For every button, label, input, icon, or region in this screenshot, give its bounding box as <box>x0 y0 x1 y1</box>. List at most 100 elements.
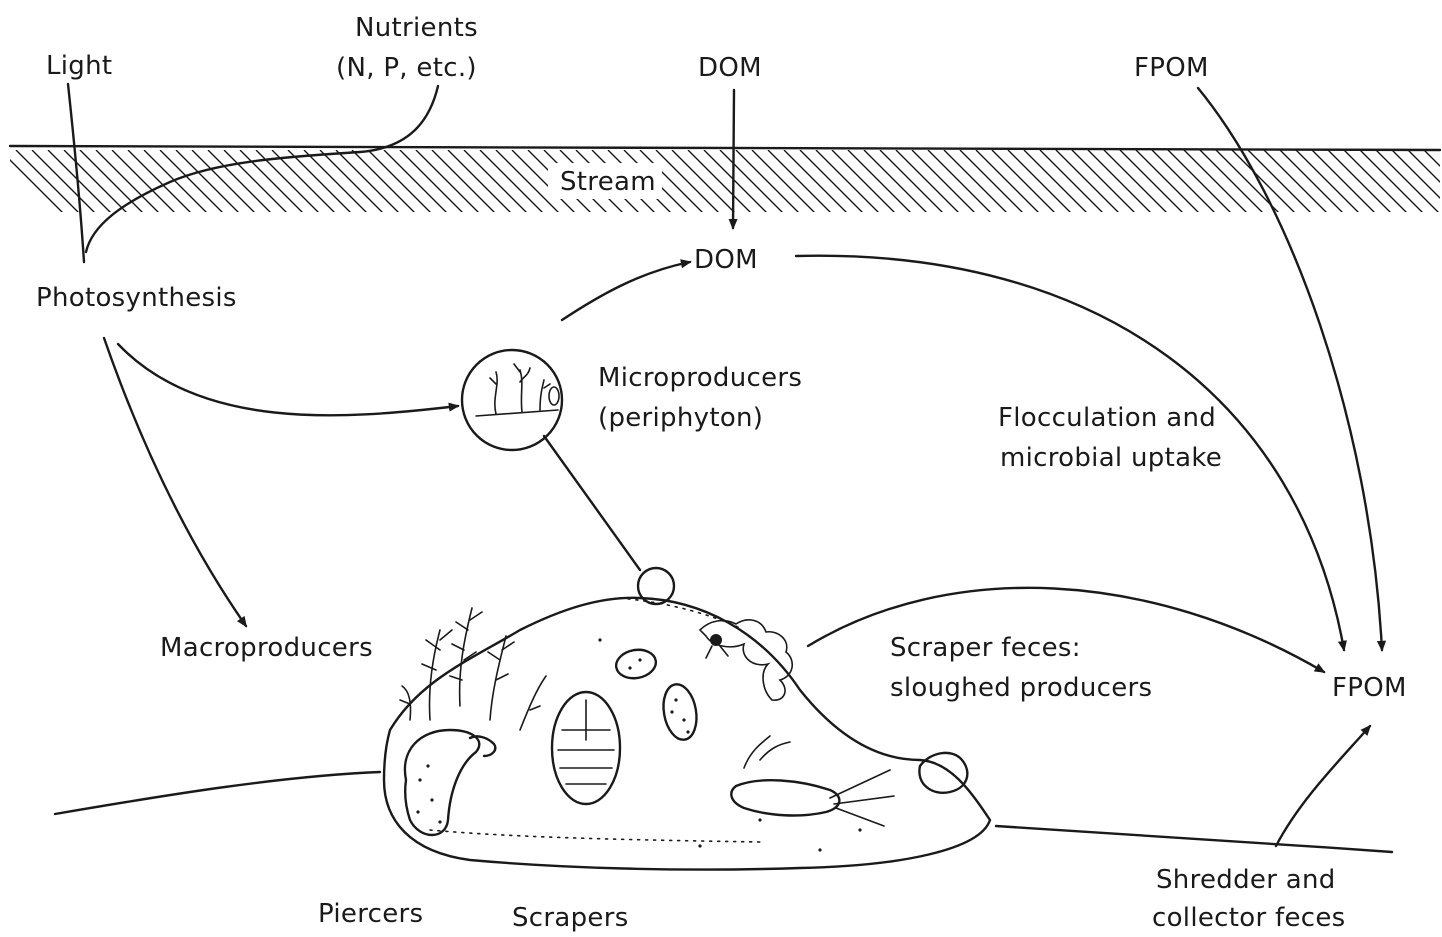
hatch-line <box>1072 150 1136 214</box>
hatch-line <box>1088 150 1152 214</box>
hatch-line <box>224 150 288 214</box>
microproducers-label: Microproducers <box>598 363 802 393</box>
hatch-line <box>64 150 128 214</box>
speckle-dot <box>682 718 685 721</box>
scraper-feces-label: Scraper feces: <box>890 633 1081 663</box>
hatch-line <box>768 150 832 214</box>
photosynthesis-to-macro-arrow <box>104 338 246 626</box>
speckle-dot <box>686 730 689 733</box>
nutrients-sub-label: (N, P, etc.) <box>336 53 477 83</box>
nutrients-label: Nutrients <box>355 13 478 43</box>
hatch-line <box>1344 150 1408 214</box>
hatch-line <box>0 150 64 214</box>
speckle-dot <box>418 778 421 781</box>
egg-oval-upper <box>614 647 658 682</box>
hatch-line <box>480 150 544 214</box>
hatch-line <box>1152 150 1216 214</box>
hatch-line <box>176 150 240 214</box>
speckle-dot <box>416 810 419 813</box>
hatch-line <box>448 150 512 214</box>
hatch-line <box>1024 150 1088 214</box>
stream-bed-line <box>55 772 380 814</box>
hatch-line <box>1056 150 1120 214</box>
hatch-line <box>304 150 368 214</box>
hatch-line <box>1104 150 1168 214</box>
hatch-line <box>800 150 864 214</box>
rock-speckles <box>416 638 861 851</box>
piercers-label: Piercers <box>318 899 423 929</box>
hatch-line <box>32 150 96 214</box>
hatch-line <box>1232 150 1296 214</box>
hatch-line <box>864 150 928 214</box>
photosynthesis-to-micro-arrow <box>118 344 458 415</box>
piercer-larva <box>405 730 495 835</box>
collector-feces-label: collector feces <box>1152 903 1345 933</box>
scrapers-label: Scrapers <box>512 903 629 933</box>
hatch-line <box>368 150 432 214</box>
speckle-dot <box>598 638 601 641</box>
hatch-line <box>1264 150 1328 214</box>
hatch-line <box>272 150 336 214</box>
scraper-insect <box>552 692 620 804</box>
sloughed-producers-label: sloughed producers <box>890 673 1152 703</box>
hatch-line <box>1200 150 1264 214</box>
micro-to-dom-arrow <box>562 262 690 320</box>
egg-oval-lower <box>659 682 700 743</box>
hatch-line <box>1008 150 1072 214</box>
hatch-line <box>688 150 752 214</box>
hatch-line <box>672 150 736 214</box>
microbial-uptake-label: microbial uptake <box>1000 443 1222 473</box>
light-label: Light <box>46 51 112 81</box>
hatch-line <box>1248 150 1312 214</box>
stream-bed-line-right <box>996 826 1392 852</box>
periphyton-label: (periphyton) <box>598 403 763 433</box>
hatch-line <box>1120 150 1184 214</box>
fpom-input-arrow <box>1198 88 1382 650</box>
speckle-dot <box>818 848 821 851</box>
hatch-line <box>1296 150 1360 214</box>
hatch-line <box>752 150 816 214</box>
speckle-dot <box>674 698 677 701</box>
hatch-line <box>320 150 384 214</box>
stream-label: Stream <box>560 167 656 197</box>
hatch-line <box>1280 150 1344 214</box>
nutrients-connector <box>86 86 438 252</box>
hatch-line <box>976 150 1040 214</box>
hatch-line <box>704 150 768 214</box>
dom-input-arrow <box>733 90 734 228</box>
hatch-line <box>656 150 720 214</box>
fpom-top-label: FPOM <box>1134 53 1209 83</box>
hatch-line <box>384 150 448 214</box>
hatch-line <box>432 150 496 214</box>
shredder-label: Shredder and <box>1156 865 1336 895</box>
speckle-dot <box>698 844 701 847</box>
stream-surface <box>0 146 1442 214</box>
flocculation-label: Flocculation and <box>998 403 1216 433</box>
hatch-line <box>416 150 480 214</box>
hatch-line <box>80 150 144 214</box>
hatch-line <box>128 150 192 214</box>
shredder-feces-arrow <box>1276 726 1370 846</box>
hatch-line <box>144 150 208 214</box>
speckle-dot <box>858 828 861 831</box>
hatch-line <box>1312 150 1376 214</box>
hatch-line <box>736 150 800 214</box>
hatch-line <box>880 150 944 214</box>
hatch-line <box>464 150 528 214</box>
hatch-line <box>848 150 912 214</box>
hatch-line <box>816 150 880 214</box>
hatch-line <box>1184 150 1248 214</box>
periphyton-clump <box>700 620 792 700</box>
hatch-line <box>352 150 416 214</box>
microproducers-circle <box>462 350 562 450</box>
hatch-line <box>1136 150 1200 214</box>
hatch-line <box>896 150 960 214</box>
dom-mid-label: DOM <box>694 245 758 275</box>
speckle-dot <box>430 798 433 801</box>
speckle-dot <box>438 820 441 823</box>
speckle-dot <box>758 818 761 821</box>
speckle-dot <box>670 710 673 713</box>
hatch-line <box>112 150 176 214</box>
hatch-line <box>1360 150 1424 214</box>
